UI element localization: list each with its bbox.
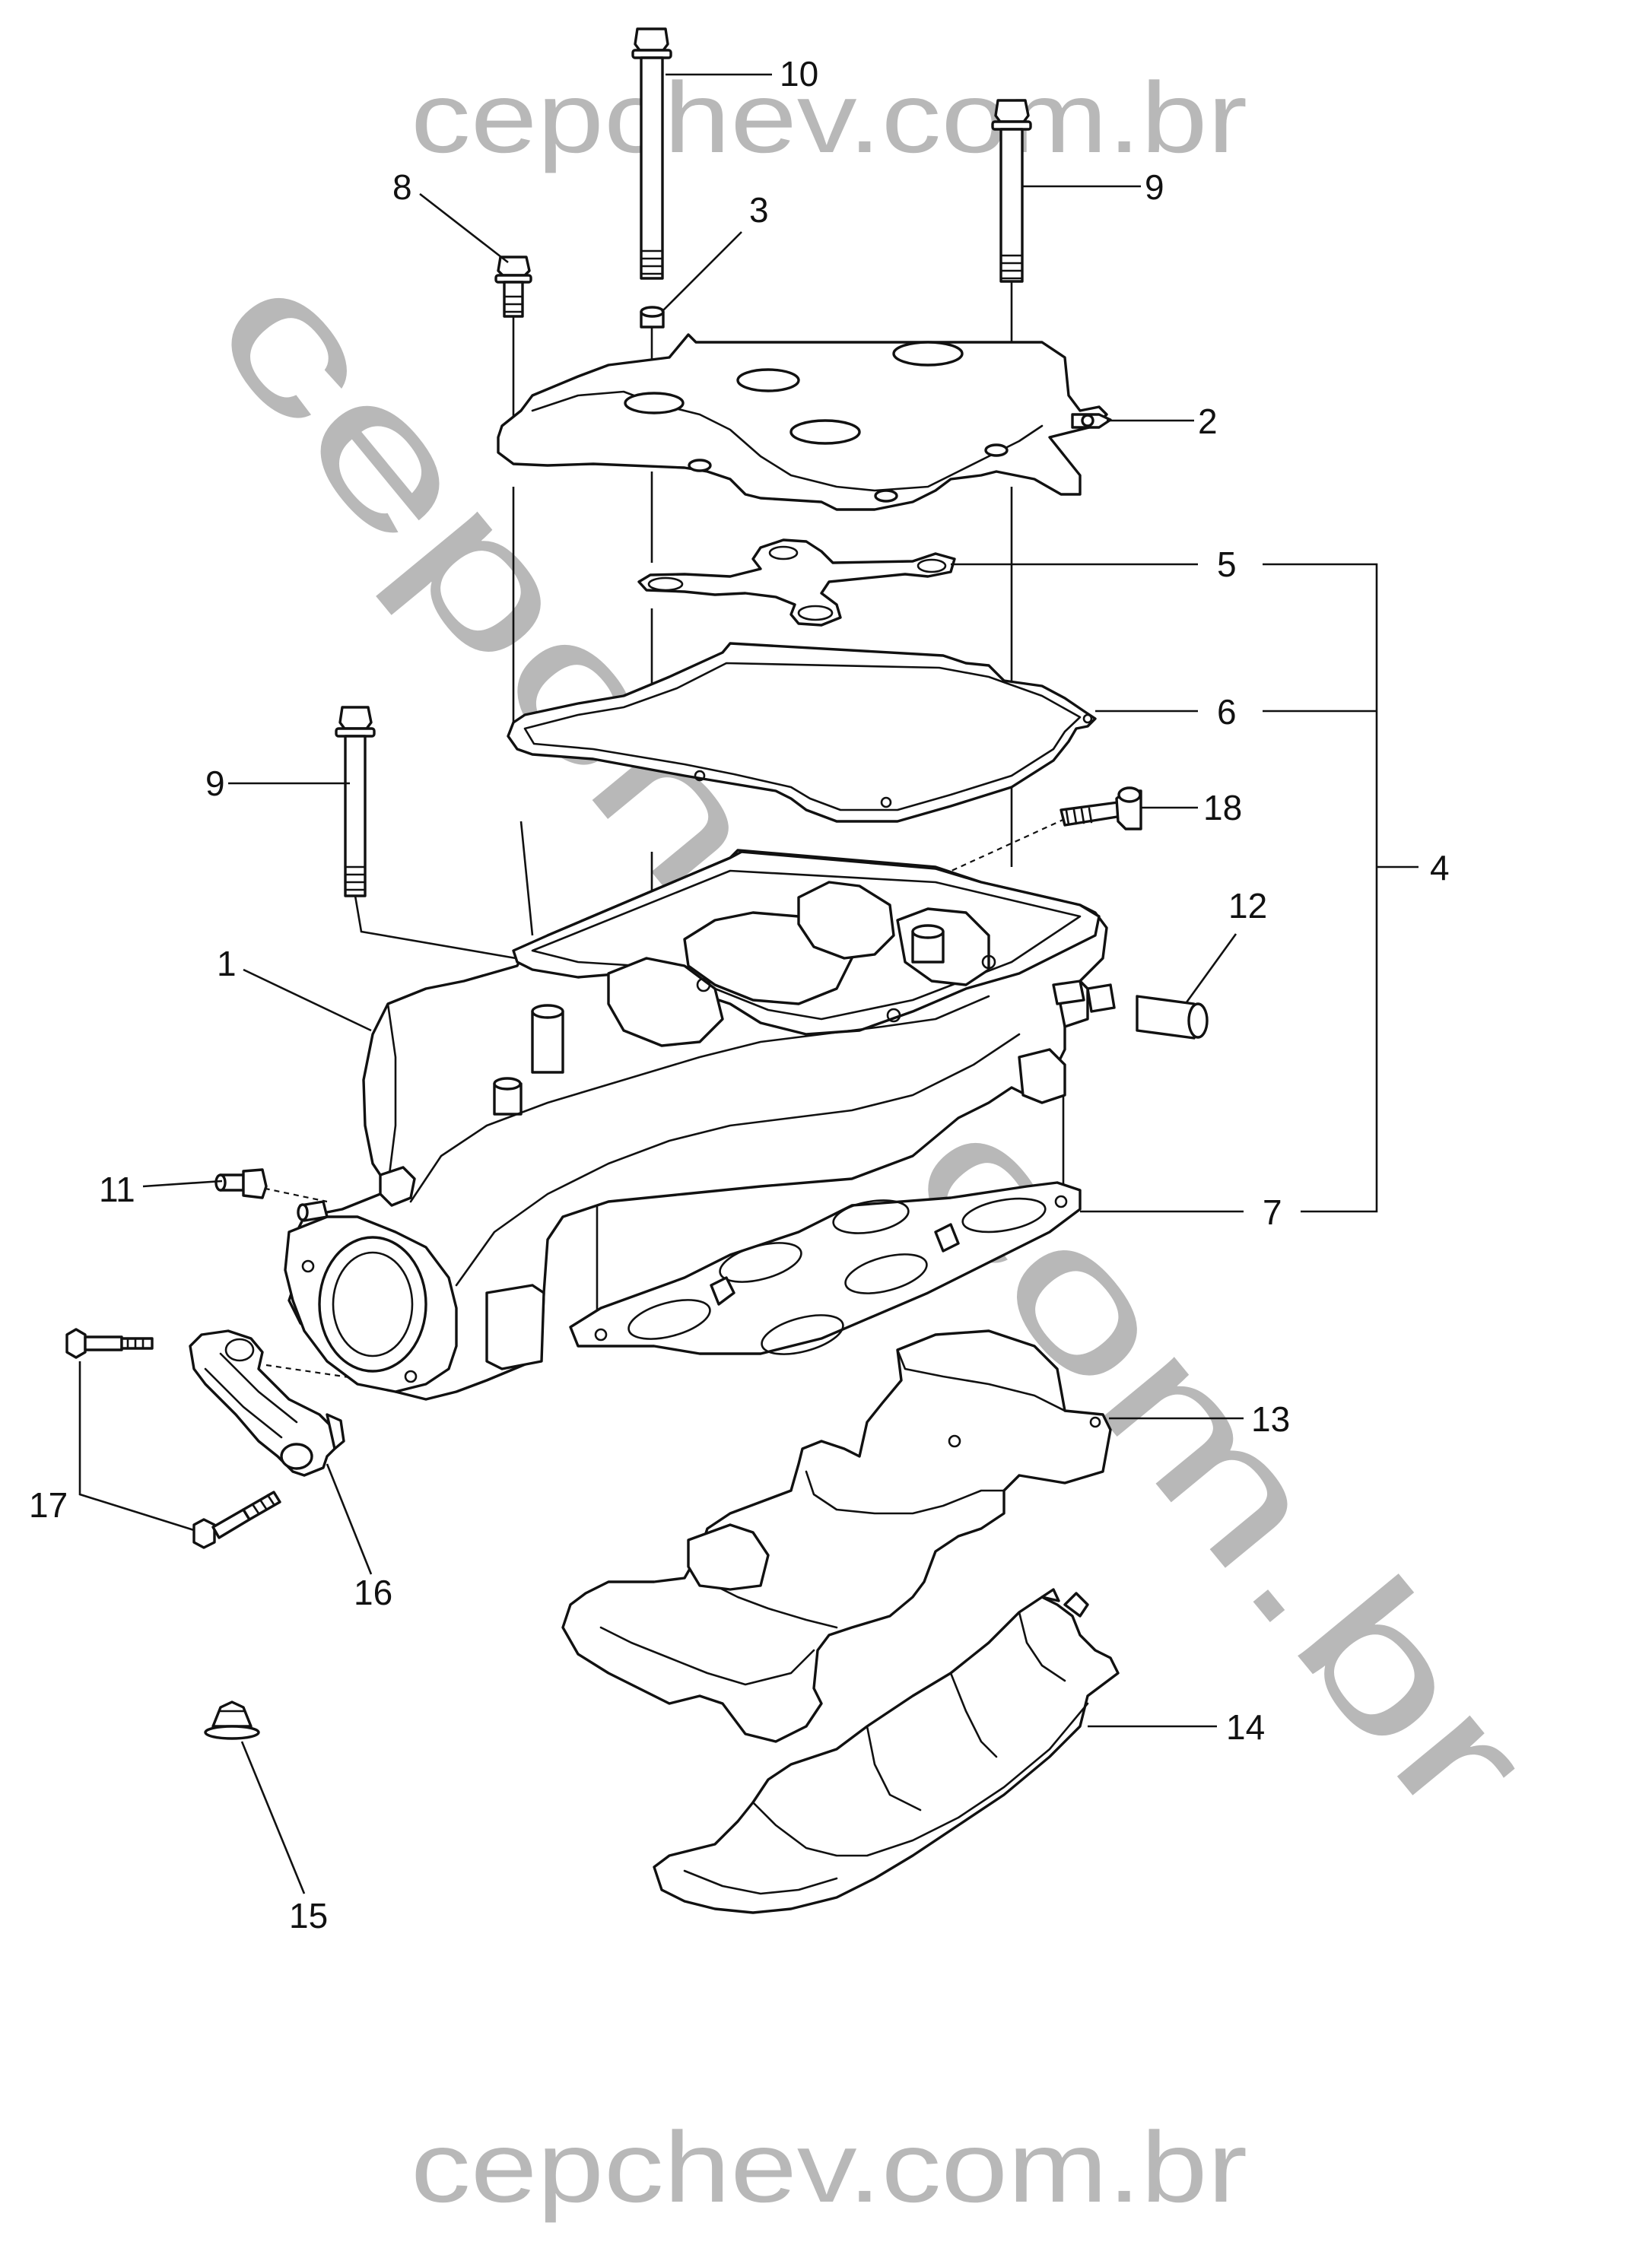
part-5-gasket: [637, 538, 956, 627]
callout-18: 18: [1203, 788, 1242, 827]
callout-16: 16: [354, 1573, 392, 1612]
part-9-long-bolt-right: [991, 99, 1032, 283]
part-17-bolts: [65, 1328, 281, 1549]
part-14-lower-cover: [653, 1588, 1120, 1914]
callout-8: 8: [392, 167, 412, 207]
callout-15: 15: [289, 1896, 328, 1935]
callout-12: 12: [1228, 886, 1267, 926]
callout-5: 5: [1217, 545, 1237, 584]
callout-17: 17: [29, 1485, 68, 1525]
leader-lines: [142, 73, 1418, 1728]
part-16-bracket: [189, 1329, 345, 1477]
watermark-bottom: cepchev.com.br: [411, 2111, 1247, 2223]
callout-4: 4: [1430, 848, 1450, 888]
part-2-plenum-cover: [497, 333, 1112, 511]
part-12-cap: [1086, 983, 1209, 1040]
part-7-manifold-gasket: [569, 1181, 1082, 1355]
part-9-long-bolt-left: [335, 706, 526, 961]
part-1-intake-manifold: [284, 849, 1108, 1401]
part-11-fitting: [214, 1168, 329, 1222]
part-8-short-bolt: [494, 256, 532, 318]
callout-9-top: 9: [1145, 167, 1164, 207]
callout-11: 11: [99, 1170, 135, 1209]
callout-3: 3: [749, 190, 769, 230]
callout-13: 13: [1251, 1399, 1290, 1439]
callout-10: 10: [780, 54, 818, 94]
watermark-top: cepchev.com.br: [411, 62, 1247, 173]
part-6-gasket: [507, 642, 1097, 823]
callout-1: 1: [217, 944, 237, 983]
part-13-lower-cover: [561, 1329, 1112, 1743]
callout-9-left: 9: [205, 764, 225, 803]
callout-labels: 10 9 8 3 2 5 6 9 18 4 12 1 11 7 13 17 16…: [29, 54, 1450, 1935]
part-3-spacer: [640, 306, 665, 329]
callout-14: 14: [1226, 1707, 1265, 1747]
callout-7: 7: [1263, 1192, 1282, 1232]
callout-2: 2: [1198, 402, 1218, 441]
part-10-long-bolt: [631, 27, 672, 280]
part-15-grommet: [204, 1700, 306, 1894]
part-18-stud: [1060, 786, 1142, 830]
callout-6: 6: [1217, 692, 1237, 732]
